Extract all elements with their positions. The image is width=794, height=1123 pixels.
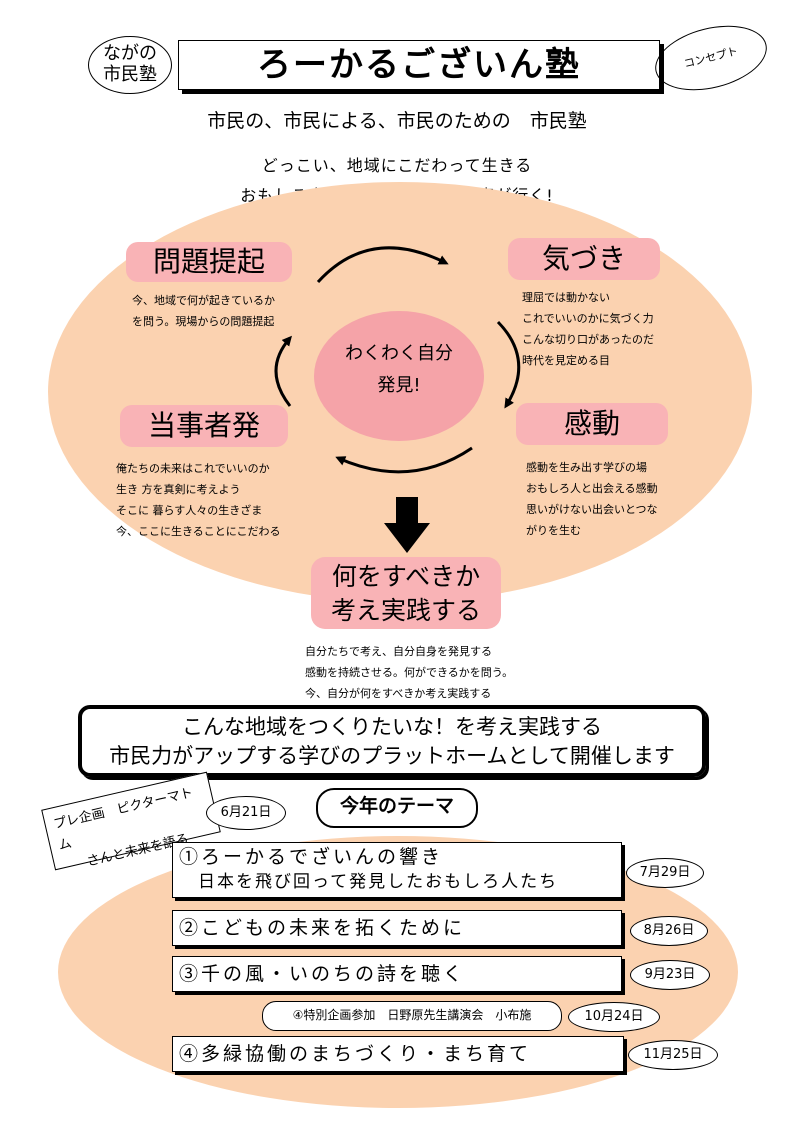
theme-title: ①ろーかるでざいんの響き bbox=[179, 846, 444, 868]
desc-line: 感動を持続させる。何ができるかを問う。 bbox=[305, 666, 514, 679]
stage-tojisha-title: 当事者発 bbox=[120, 405, 288, 447]
stage-kando-desc: 感動を生み出す学びの場 おもしろ人と出会える感動 思いがけない出会いとつな がり… bbox=[526, 457, 658, 541]
action-line1: 何をすべきか bbox=[331, 562, 481, 591]
stage-mondai-desc: 今、地域で何が起きているか を問う。現場からの問題提起 bbox=[132, 290, 275, 332]
subtitle: 市民の、市民による、市民のための 市民塾 bbox=[207, 110, 587, 132]
theme-date-2: 8月26日 bbox=[630, 916, 708, 946]
stage-mondai-title: 問題提起 bbox=[126, 242, 292, 282]
center-bubble: わくわく自分 発見! bbox=[314, 311, 484, 441]
desc-line: そこに 暮らす人々の生きざま bbox=[116, 504, 263, 517]
desc-line: 生き 方を真剣に考えよう bbox=[116, 483, 241, 496]
desc-line: 今、ここに生きることにこだわる bbox=[116, 525, 281, 538]
theme-date-1: 7月29日 bbox=[626, 858, 704, 888]
page-title: ろーかるございん塾 bbox=[257, 45, 581, 85]
stage-kando-title: 感動 bbox=[516, 403, 668, 445]
desc-line: 時代を見定める目 bbox=[522, 354, 610, 367]
desc-line: 自分たちで考え、自分自身を発見する bbox=[305, 645, 492, 658]
platform-line2: 市民力がアップする学びのプラットホームとして開催します bbox=[109, 744, 675, 768]
platform-line1: こんな地域をつくりたいな！を考え実践する bbox=[182, 715, 602, 739]
logo-line1: ながの bbox=[103, 43, 157, 64]
action-line2: 考え実践する bbox=[330, 596, 481, 625]
theme-date-3: 9月23日 bbox=[630, 960, 710, 990]
platform-message: こんな地域をつくりたいな！を考え実践する 市民力がアップする学びのプラットホーム… bbox=[78, 705, 706, 777]
logo-badge: ながの 市民塾 bbox=[88, 36, 172, 94]
title-box: ろーかるございん塾 bbox=[178, 40, 660, 90]
center-line1: わくわく自分 bbox=[345, 343, 453, 364]
desc-line: 思いがけない出会いとつな bbox=[526, 503, 658, 516]
desc-line: 俺たちの未来はこれでいいのか bbox=[116, 462, 270, 475]
tagline-1: どっこい、地域にこだわって生きる bbox=[261, 156, 533, 175]
stage-kizuki-desc: 理屈では動かない これでいいのかに気づく力 こんな切り口があったのだ 時代を見定… bbox=[522, 287, 654, 371]
special-event: ④特別企画参加 日野原先生講演会 小布施 bbox=[262, 1001, 562, 1031]
desc-line: おもしろ人と出会える感動 bbox=[526, 482, 658, 495]
action-title: 何をすべきか 考え実践する bbox=[311, 557, 501, 629]
theme-item-3: ③千の風・いのちの詩を聴く bbox=[172, 956, 622, 992]
down-arrow-icon bbox=[384, 497, 430, 553]
desc-line: を問う。現場からの問題提起 bbox=[132, 315, 275, 328]
themes-heading: 今年のテーマ bbox=[316, 788, 478, 828]
arrow-bottom bbox=[335, 446, 473, 474]
stage-tojisha-desc: 俺たちの未来はこれでいいのか 生き 方を真剣に考えよう そこに 暮らす人々の生き… bbox=[116, 458, 281, 542]
arrow-top bbox=[316, 246, 449, 284]
pre-event-date: 6月21日 bbox=[206, 796, 286, 830]
stage-kizuki-title: 気づき bbox=[508, 238, 660, 280]
logo-line2: 市民塾 bbox=[103, 64, 157, 85]
desc-line: 今、地域で何が起きているか bbox=[132, 294, 275, 307]
special-event-date: 10月24日 bbox=[568, 1002, 660, 1032]
desc-line: これでいいのかに気づく力 bbox=[522, 312, 654, 325]
desc-line: 理屈では動かない bbox=[522, 291, 610, 304]
theme-date-4: 11月25日 bbox=[628, 1040, 718, 1070]
desc-line: 感動を生み出す学びの場 bbox=[526, 461, 647, 474]
arrow-left bbox=[274, 335, 292, 407]
desc-line: がりを生む bbox=[526, 524, 581, 537]
desc-line: 今、自分が何をすべきか考え実践する bbox=[305, 687, 492, 700]
theme-subtitle: 日本を飛び回って発見したおもしろ人たち bbox=[179, 872, 559, 892]
theme-item-1: ①ろーかるでざいんの響き 日本を飛び回って発見したおもしろ人たち bbox=[172, 842, 622, 898]
arrow-right bbox=[496, 320, 521, 409]
action-desc: 自分たちで考え、自分自身を発見する 感動を持続させる。何ができるかを問う。 今、… bbox=[305, 641, 513, 704]
theme-item-4: ④多緑協働のまちづくり・まち育て bbox=[172, 1036, 624, 1072]
desc-line: こんな切り口があったのだ bbox=[522, 333, 654, 346]
center-line2: 発見! bbox=[377, 375, 421, 396]
theme-item-2: ②こどもの未来を拓くために bbox=[172, 910, 622, 946]
